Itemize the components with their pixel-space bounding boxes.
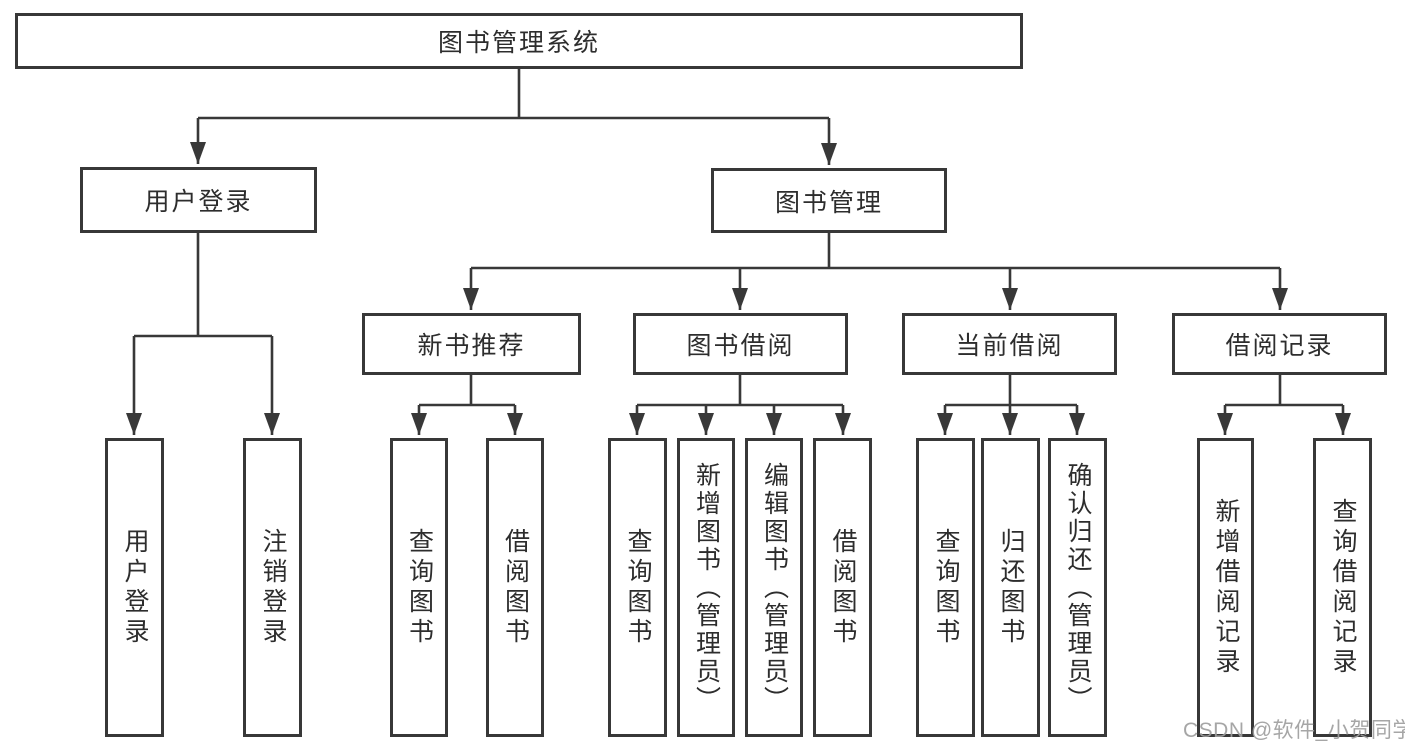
csdn-watermark: CSDN @软件_小贺同学 — [1183, 719, 1405, 742]
node-book-borrow: 图书借阅 — [633, 313, 848, 375]
node-label: 编辑图书（管理员） — [760, 461, 789, 714]
node-label: 查询图书 — [624, 527, 652, 648]
node-label: 借阅记录 — [1225, 332, 1334, 360]
leaf-return-book: 归还图书 — [981, 438, 1040, 737]
node-label: 注销登录 — [259, 527, 287, 648]
leaf-add-borrow-record: 新增借阅记录 — [1197, 438, 1254, 737]
leaf-edit-book-admin: 编辑图书（管理员） — [745, 438, 803, 737]
node-label: 当前借阅 — [955, 332, 1064, 360]
node-label: 借阅图书 — [501, 527, 530, 648]
leaf-query-books-borrow: 查询图书 — [608, 438, 667, 737]
node-current-borrow: 当前借阅 — [902, 313, 1117, 375]
node-label: 查询图书 — [932, 527, 960, 648]
node-label: 图书管理系统 — [437, 29, 600, 57]
leaf-confirm-return-admin: 确认归还（管理员） — [1048, 438, 1107, 737]
node-label: 图书借阅 — [686, 332, 795, 360]
node-label: 借阅图书 — [829, 527, 857, 648]
leaf-borrow-books-recommend: 借阅图书 — [486, 438, 544, 737]
node-new-book-recommend: 新书推荐 — [362, 313, 581, 375]
leaf-query-books-recommend: 查询图书 — [390, 438, 448, 737]
node-user-login: 用户登录 — [80, 167, 317, 233]
node-root: 图书管理系统 — [15, 13, 1023, 69]
node-label: 确认归还（管理员） — [1064, 461, 1092, 714]
node-label: 新增图书（管理员） — [692, 461, 721, 714]
node-label: 查询借阅记录 — [1329, 497, 1357, 678]
node-label: 新书推荐 — [417, 332, 526, 360]
node-label: 用户登录 — [144, 188, 253, 216]
leaf-add-book-admin: 新增图书（管理员） — [677, 438, 735, 737]
node-label: 归还图书 — [997, 527, 1025, 648]
leaf-borrow-books: 借阅图书 — [813, 438, 872, 737]
leaf-query-books-current: 查询图书 — [916, 438, 975, 737]
node-label: 用户登录 — [121, 527, 149, 648]
leaf-query-borrow-record: 查询借阅记录 — [1313, 438, 1372, 737]
node-label: 查询图书 — [405, 527, 434, 648]
leaf-user-login: 用户登录 — [105, 438, 164, 737]
node-book-mgmt: 图书管理 — [711, 168, 947, 233]
node-label: 新增借阅记录 — [1212, 497, 1240, 678]
node-label: 图书管理 — [774, 188, 883, 217]
leaf-logout: 注销登录 — [243, 438, 302, 737]
node-borrow-records: 借阅记录 — [1172, 313, 1387, 375]
